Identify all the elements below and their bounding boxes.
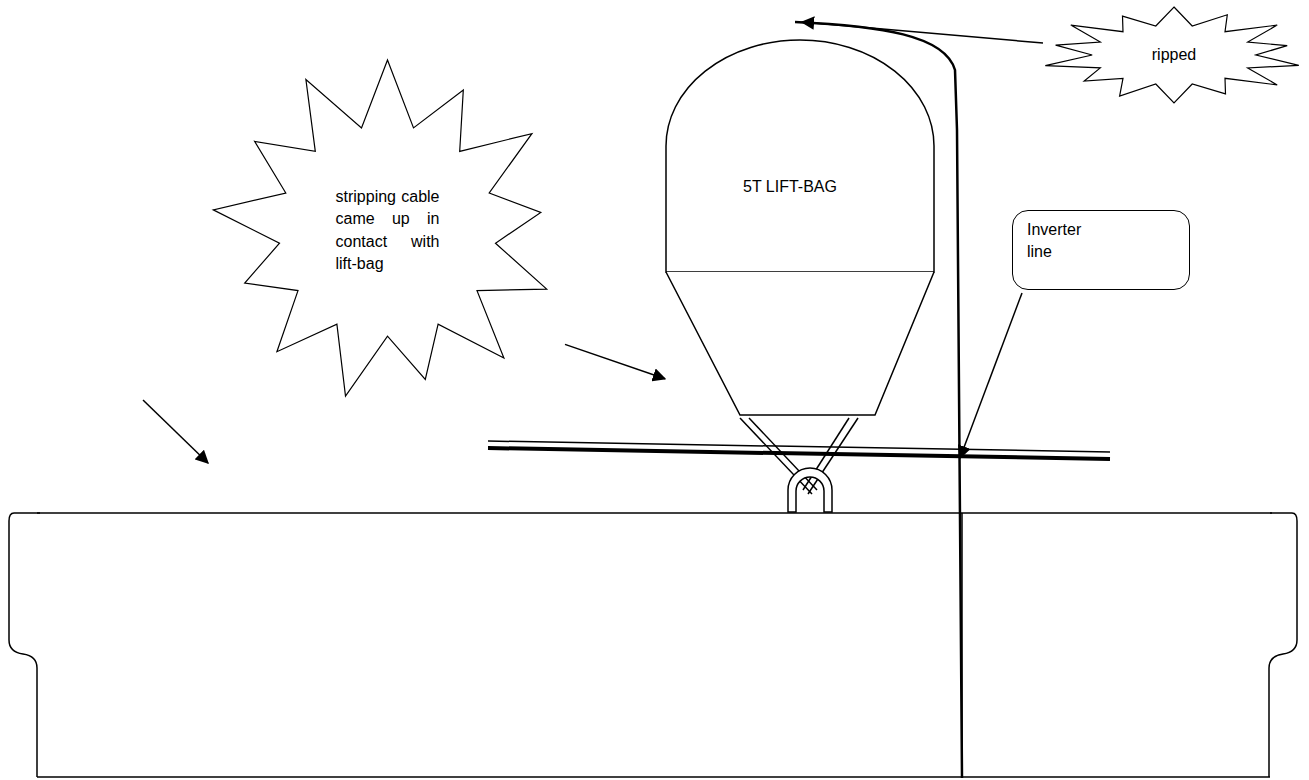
lift-bag-outline: [665, 26, 935, 418]
node-label: Inverter line: [1027, 219, 1105, 264]
structure-bottom-edge: [37, 776, 1270, 778]
stripping-cable: [488, 448, 1110, 459]
structure-right-end: [1269, 513, 1297, 777]
lift-bag-dome: [666, 40, 934, 272]
callout-box: Inverter line: [1012, 210, 1190, 290]
starburst-shape: [1045, 7, 1299, 103]
structure-left-end: [9, 513, 40, 777]
leader-arrow: [143, 400, 208, 463]
callout-starburst-outline: [210, 58, 565, 403]
leader-arrow: [802, 22, 1043, 43]
lift-strap: [740, 418, 812, 494]
lift-bag: 5T LIFT-BAG: [665, 26, 935, 418]
connector-arrow: [565, 344, 665, 378]
lift-strap: [808, 418, 858, 494]
leader-arrow: [960, 293, 1022, 458]
structure-top-edge: [37, 512, 1272, 514]
node-label: stripping cable came up in contact with …: [336, 186, 440, 276]
lift-bag-cone: [666, 272, 934, 415]
node-label: 5T LIFT-BAG: [665, 176, 915, 198]
starburst-shape: [213, 60, 546, 396]
node-label: ripped: [1114, 44, 1234, 66]
lift-strap: [749, 418, 817, 490]
shackle: [788, 468, 832, 512]
callout-starburst: ripped: [1040, 5, 1308, 105]
callout-starburst: stripping cable came up in contact with …: [210, 58, 565, 403]
